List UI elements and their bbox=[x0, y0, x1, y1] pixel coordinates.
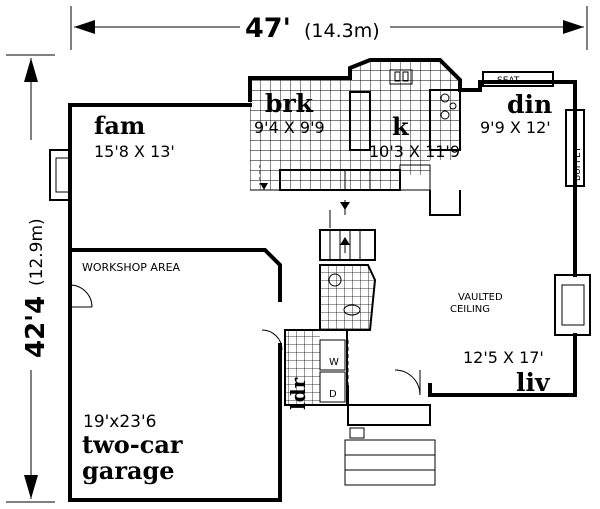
fam-room-name: fam bbox=[94, 111, 145, 140]
dryer-label: D bbox=[329, 389, 337, 400]
width-dimension-line bbox=[70, 6, 588, 50]
garage-size: 19'x23'6 bbox=[83, 412, 157, 432]
din-room-size: 9'9 X 12' bbox=[480, 118, 551, 137]
workshop-area-label: WORKSHOP AREA bbox=[82, 261, 181, 274]
fam-room-size: 15'8 X 13' bbox=[94, 142, 175, 161]
ldr-room-name: ldr bbox=[286, 377, 310, 410]
bath-tile-floor bbox=[320, 265, 375, 330]
half-bath bbox=[319, 264, 377, 331]
stairs bbox=[319, 200, 376, 261]
liv-fireplace bbox=[554, 274, 591, 336]
exterior-walls bbox=[68, 58, 577, 502]
liv-room-size: 12'5 X 17' bbox=[463, 348, 544, 367]
width-dimension-label: 47' bbox=[245, 13, 291, 44]
laundry-tile-floor bbox=[285, 330, 320, 405]
vaulted-ceiling-line2: CEILING bbox=[450, 304, 490, 315]
kitchen-tile-floor bbox=[250, 60, 460, 190]
entry-porch bbox=[344, 369, 436, 486]
garage-side-door bbox=[69, 284, 93, 308]
width-dimension-metric: (14.3m) bbox=[304, 20, 380, 42]
washer-label: W bbox=[329, 357, 339, 368]
dining-buffet bbox=[565, 109, 585, 187]
depth-dimension-label: 42'4 bbox=[21, 296, 51, 358]
garage-name-line2: garage bbox=[82, 456, 175, 485]
vaulted-ceiling-line1: VAULTED bbox=[458, 292, 503, 303]
kitchen-counters bbox=[250, 69, 461, 191]
seat-label: SEAT bbox=[497, 76, 520, 86]
k-room-name: k bbox=[392, 112, 410, 141]
depth-dimension-metric: (12.9m) bbox=[27, 218, 47, 286]
depth-dimension-line bbox=[6, 54, 55, 503]
garage-inner-door bbox=[261, 329, 283, 351]
brk-room-name: brk bbox=[265, 89, 314, 118]
dining-seat bbox=[482, 71, 554, 87]
garage-name-line1: two-car bbox=[82, 430, 183, 459]
buffet-label: BUFFET bbox=[573, 146, 583, 181]
pantry bbox=[429, 190, 461, 216]
liv-room-name: liv bbox=[516, 368, 551, 397]
brk-room-size: 9'4 X 9'9 bbox=[254, 118, 325, 137]
k-room-size: 10'3 X 11'9 bbox=[369, 142, 460, 161]
din-room-name: din bbox=[507, 90, 552, 119]
fam-fireplace bbox=[49, 149, 71, 201]
